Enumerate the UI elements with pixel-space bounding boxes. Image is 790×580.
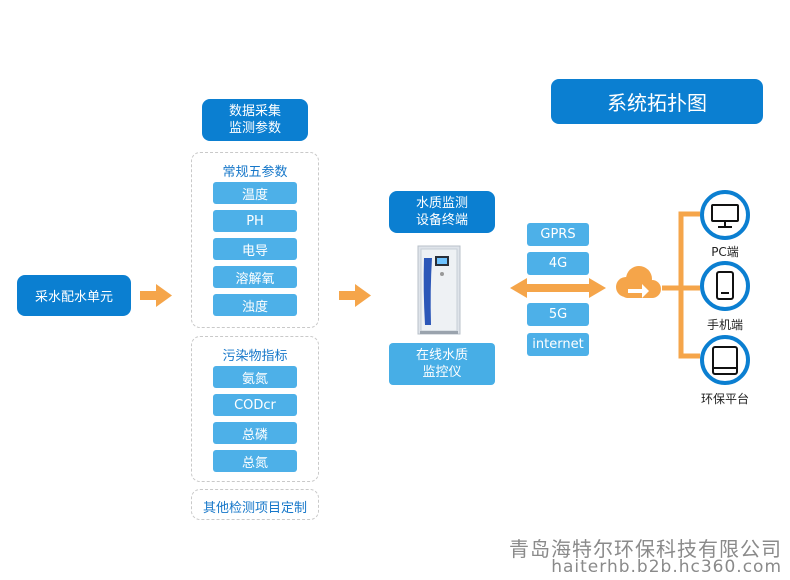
pc-ring (700, 190, 750, 240)
watermark-company: 青岛海特尔环保科技有限公司 (509, 537, 782, 561)
endpoint-pc-label: PC端 (711, 245, 739, 259)
collection-header: 数据采集 监测参数 (202, 99, 308, 141)
endpoint-bracket (662, 211, 700, 359)
device-label-line1: 在线水质 (415, 348, 468, 363)
arrow-right-1 (140, 284, 172, 307)
terminal-header-line2: 设备终端 (415, 213, 468, 228)
group1-frame (191, 152, 319, 328)
collection-header-line1: 数据采集 (228, 104, 281, 119)
network-gprs: GPRS (527, 223, 589, 246)
phone-icon (716, 271, 734, 300)
network-5g: 5G (527, 303, 589, 326)
group1-title: 常规五参数 (222, 165, 288, 180)
group2-item: 氨氮 (213, 366, 297, 388)
group2-title: 污染物指标 (222, 349, 288, 364)
device-label-line2: 监控仪 (422, 365, 462, 380)
group2-item: CODcr (213, 394, 297, 416)
group2-item: 总氮 (213, 450, 297, 472)
terminal-header-line1: 水质监测 (415, 196, 468, 211)
diagram-title: 系统拓扑图 (551, 79, 763, 124)
double-arrow (510, 278, 606, 298)
network-4g: 4G (527, 252, 589, 275)
device-label: 在线水质 监控仪 (389, 343, 495, 385)
group1-item: 浊度 (213, 294, 297, 316)
source-unit-box: 采水配水单元 (17, 275, 131, 316)
pc-icon (711, 204, 739, 228)
group2-frame (191, 336, 319, 482)
endpoint-platform-label: 环保平台 (700, 392, 749, 406)
arrow-right-2 (339, 284, 371, 307)
watermark-site: haiterhb.b2b.hc360.com (551, 557, 782, 577)
cloud-icon (616, 266, 661, 298)
platform-ring (700, 335, 750, 385)
monitor-device-image (417, 245, 461, 335)
group1-item: PH (213, 210, 297, 232)
group1-item: 温度 (213, 182, 297, 204)
custom-label: 其他检测项目定制 (202, 501, 307, 516)
tablet-icon (712, 346, 738, 375)
network-internet: internet (527, 333, 589, 356)
terminal-header: 水质监测 设备终端 (389, 191, 495, 233)
group1-item: 溶解氧 (213, 266, 297, 288)
group1-item: 电导 (213, 238, 297, 260)
group2-item: 总磷 (213, 422, 297, 444)
custom-frame (191, 489, 319, 520)
phone-ring (700, 261, 750, 311)
collection-header-line2: 监测参数 (228, 121, 281, 136)
endpoint-phone-label: 手机端 (706, 318, 743, 332)
